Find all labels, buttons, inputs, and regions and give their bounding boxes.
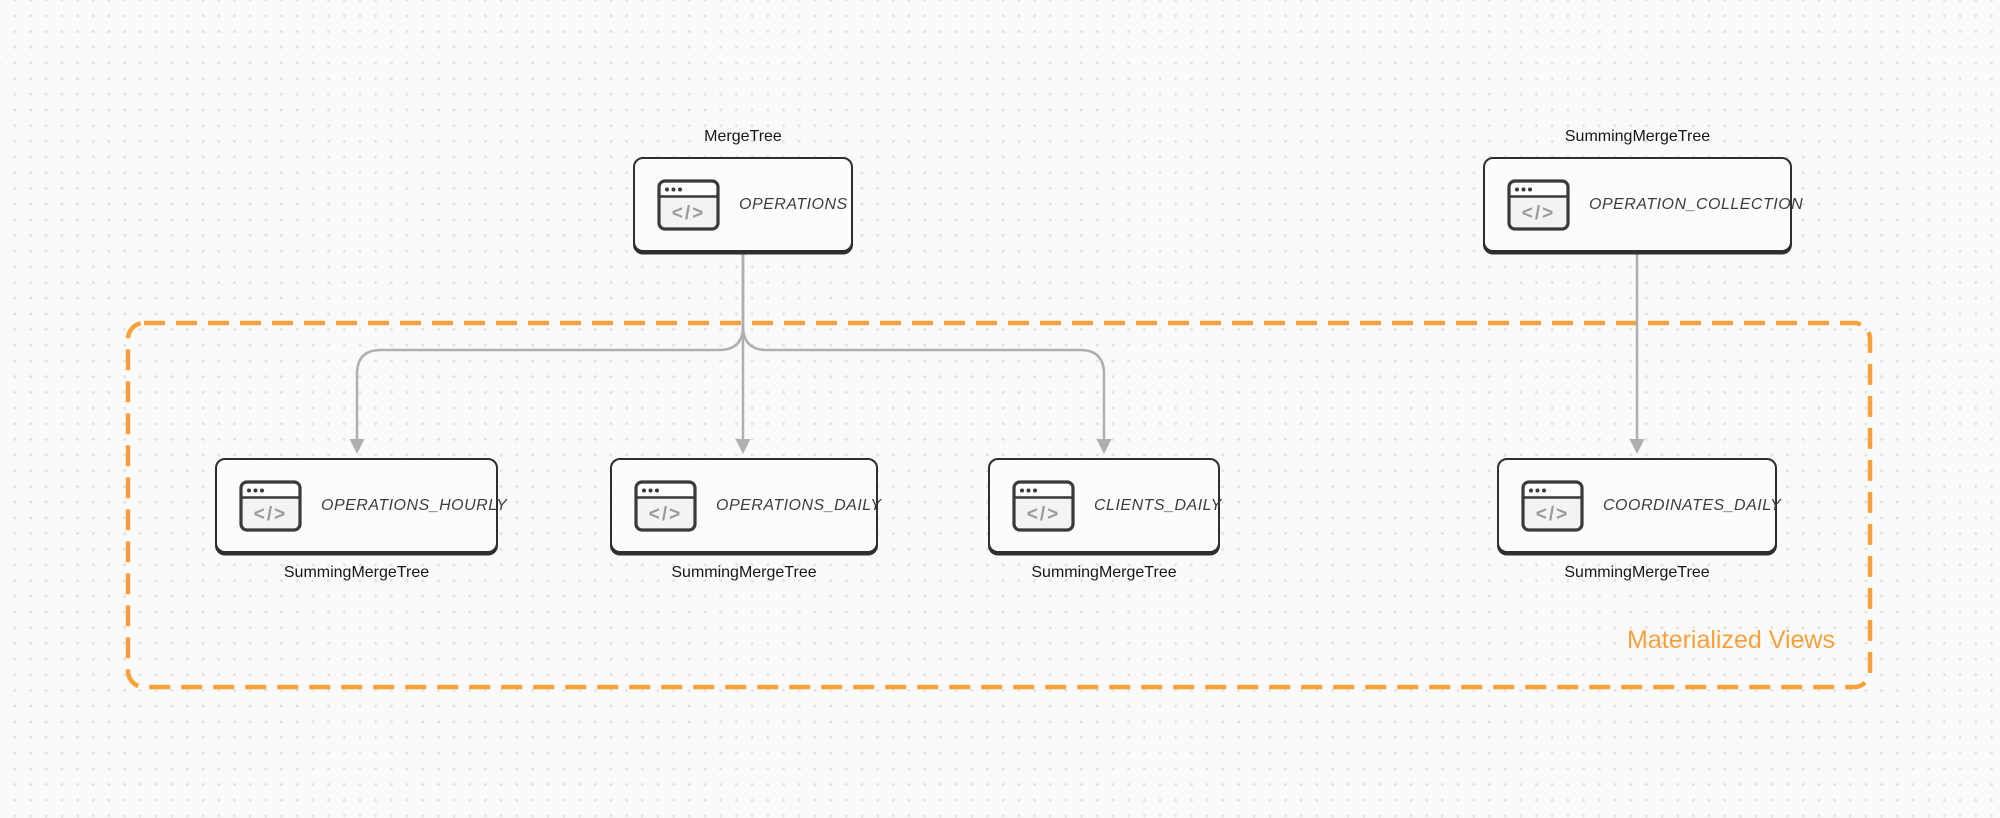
svg-text:</>: </> <box>254 504 287 525</box>
materialized-views-group-label: Materialized Views <box>1627 626 1835 654</box>
engine-label: SummingMergeTree <box>1564 564 1710 581</box>
node-operations[interactable]: MergeTree </> OPERATIONS <box>633 128 853 252</box>
svg-text:</>: </> <box>1027 504 1060 525</box>
engine-label: MergeTree <box>704 128 782 145</box>
engine-label: SummingMergeTree <box>1564 128 1711 145</box>
engine-label: SummingMergeTree <box>1031 564 1177 581</box>
edge-operations-to-clients-daily <box>741 252 1106 440</box>
edge-operations-to-operations-hourly <box>355 252 745 440</box>
node-operation-collection[interactable]: SummingMergeTree </> OPERATION_COLLECTIO… <box>1483 128 1803 252</box>
node-name: CLIENTS_DAILY <box>1094 496 1222 514</box>
svg-text:</>: </> <box>649 504 682 525</box>
node-name: OPERATIONS <box>739 195 848 213</box>
node-operations-hourly[interactable]: SummingMergeTree </> OPERATIONS_HOURLY <box>215 458 507 581</box>
engine-label: SummingMergeTree <box>671 564 817 581</box>
node-name: OPERATIONS_DAILY <box>716 496 882 514</box>
code-window-icon: </> <box>239 479 302 532</box>
svg-text:</>: </> <box>672 203 705 224</box>
materialized-views-group-border <box>125 320 1873 690</box>
arrowhead-icon <box>735 439 751 454</box>
arrowhead-icon <box>1096 439 1112 454</box>
engine-label: SummingMergeTree <box>283 564 430 581</box>
arrowhead-icon <box>349 439 365 454</box>
node-name: OPERATION_COLLECTION <box>1589 195 1804 213</box>
node-coordinates-daily[interactable]: SummingMergeTree </> COORDINATES_DAILY <box>1497 458 1781 581</box>
node-name: COORDINATES_DAILY <box>1603 496 1782 514</box>
arrowhead-icon <box>1629 439 1645 454</box>
node-clients-daily[interactable]: SummingMergeTree </> CLIENTS_DAILY <box>988 458 1222 581</box>
svg-text:</>: </> <box>1536 504 1569 525</box>
code-window-icon: </> <box>657 178 720 231</box>
node-name: OPERATIONS_HOURLY <box>321 496 508 514</box>
node-operations-daily[interactable]: SummingMergeTree </> OPERATIONS_DAILY <box>610 458 882 581</box>
code-window-icon: </> <box>1012 479 1075 532</box>
svg-text:</>: </> <box>1522 203 1555 224</box>
code-window-icon: </> <box>634 479 697 532</box>
code-window-icon: </> <box>1521 479 1584 532</box>
code-window-icon: </> <box>1507 178 1570 231</box>
